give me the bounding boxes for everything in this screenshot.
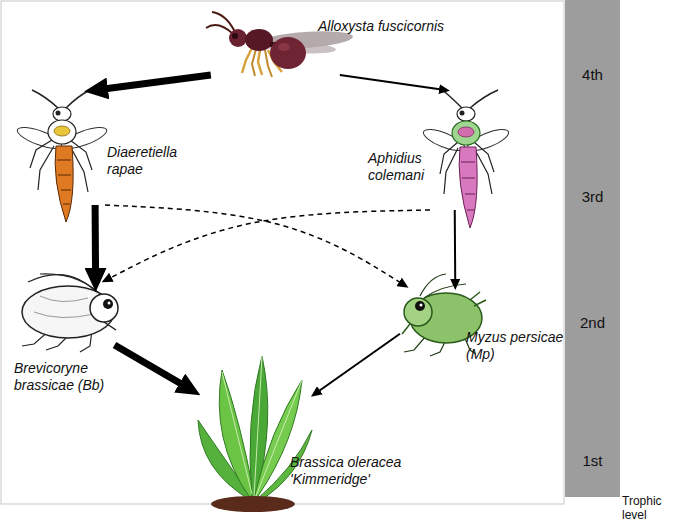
brassica-plant-part	[219, 370, 254, 498]
hyperparasitoid-wasp-part	[229, 29, 247, 47]
aphid-myzus-part	[402, 324, 410, 334]
aphid-myzus-part	[470, 292, 486, 306]
trophic-arrow	[340, 75, 445, 90]
parasitoid-wasp-a-colemani-part	[461, 162, 475, 210]
aphid-myzus-part	[420, 304, 423, 307]
species-name: Brevicoryne brassicae (Bb)	[14, 360, 122, 394]
parasitoid-wasp-d-rapae-part	[57, 160, 71, 204]
trophic-arrow	[115, 345, 191, 389]
parasitoid-wasp-d-rapae-part	[55, 146, 73, 222]
trophic-arrow	[96, 75, 211, 90]
parasitoid-wasp-d-rapae-part	[38, 146, 54, 190]
species-name: Alloxysta fuscicornis	[318, 18, 444, 35]
hyperparasitoid-wasp-part	[278, 43, 290, 51]
parasitoid-wasp-a-colemani-part	[457, 107, 475, 121]
hyperparasitoid-wasp-part	[270, 37, 306, 69]
aphid-brevicoryne-part	[34, 296, 94, 318]
parasitoid-wasp-a-colemani-part	[444, 148, 458, 194]
trophic-arrow	[106, 210, 430, 280]
aphid-brevicoryne	[22, 274, 118, 352]
trophic-level-label: 2nd	[565, 314, 620, 332]
aphid-brevicoryne-part	[108, 302, 111, 305]
species-node: Alloxysta fuscicornis	[205, 5, 350, 75]
panel-border	[1, 1, 564, 504]
aphid-brevicoryne-part	[90, 294, 118, 322]
trophic-arrow	[105, 205, 404, 285]
trophic-arrow	[454, 210, 457, 285]
trophic-level-label: 4th	[565, 66, 620, 84]
parasitoid-wasp-d-rapae-part	[48, 120, 76, 144]
trophic-arrow	[315, 334, 400, 394]
brassica-plant	[198, 356, 312, 512]
trophic-level-label: 3rd	[565, 188, 620, 206]
parasitoid-wasp-a-colemani-part	[459, 147, 477, 228]
trophic-level-label: 1st	[565, 452, 620, 470]
parasitoid-wasp-a-colemani-part	[460, 111, 465, 116]
brassica-plant-part	[211, 496, 295, 512]
aphid-brevicoryne-part	[103, 299, 113, 309]
species-name: Brassica oleracea 'Kimmeridge'	[290, 454, 418, 488]
species-node: Brassica oleracea 'Kimmeridge'	[190, 355, 315, 510]
trophic-level-label: Trophic level	[622, 494, 674, 523]
hyperparasitoid-wasp-part	[212, 12, 235, 32]
parasitoid-wasp-d-rapae-part	[32, 90, 58, 108]
species-node: Diaeretiella rapae	[15, 90, 105, 205]
trophic-level-band: 4th3rd2nd1stTrophic level	[565, 0, 620, 497]
parasitoid-wasp-d-rapae-part	[53, 107, 71, 121]
parasitoid-wasp-a-colemani-part	[458, 127, 474, 137]
parasitoid-wasp-a-colemani-part	[470, 90, 498, 108]
aphid-myzus-part	[404, 298, 432, 326]
hyperparasitoid-wasp-part	[206, 25, 233, 34]
species-name: Aphidius colemani	[368, 150, 446, 184]
hyperparasitoid-wasp-part	[232, 33, 238, 39]
parasitoid-wasp-d-rapae-part	[56, 111, 61, 116]
aphid-myzus-part	[404, 336, 426, 352]
parasitoid-wasp-d-rapae-part	[66, 90, 90, 108]
species-node: Myzus persicae (Mp)	[400, 285, 485, 350]
parasitoid-wasp-a-colemani-part	[452, 121, 480, 145]
hyperparasitoid-wasp-part	[258, 50, 262, 75]
species-node: Brevicoryne brassicae (Bb)	[20, 280, 125, 345]
species-node: Aphidius colemani	[430, 90, 505, 210]
aphid-brevicoryne-part	[104, 322, 116, 330]
trophic-arrow	[92, 205, 100, 280]
hyperparasitoid-wasp-part	[252, 49, 256, 76]
parasitoid-wasp-a-colemani	[421, 88, 511, 228]
species-name: Diaeretiella rapae	[107, 144, 191, 178]
parasitoid-wasp-d-rapae	[15, 90, 109, 222]
parasitoid-wasp-d-rapae-part	[54, 126, 70, 136]
species-name: Myzus persicae (Mp)	[466, 329, 574, 363]
aphid-myzus-part	[415, 301, 425, 311]
hyperparasitoid-wasp-part	[242, 48, 252, 73]
hyperparasitoid-wasp-part	[245, 29, 273, 51]
parasitoid-wasp-a-colemani-part	[440, 142, 458, 174]
parasitoid-wasp-a-colemani-part	[440, 88, 462, 108]
